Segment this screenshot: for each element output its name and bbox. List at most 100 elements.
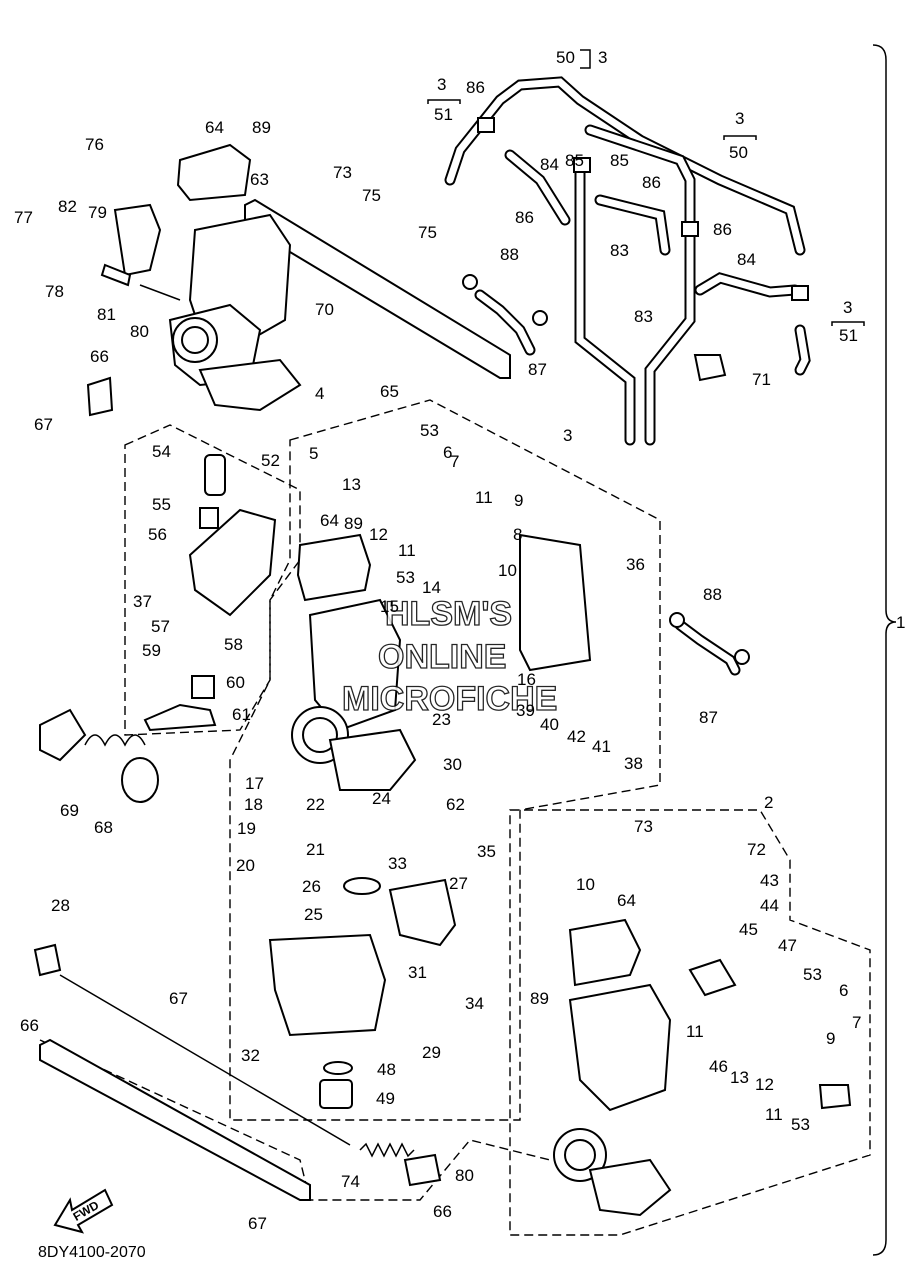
part-callout: 71: [752, 370, 771, 389]
part-callout: 76: [85, 135, 104, 154]
part-callout: 26: [302, 877, 321, 896]
part-callout: 73: [333, 163, 352, 182]
part-callout: 70: [315, 300, 334, 319]
part-callout: 8: [513, 525, 522, 544]
part-callout: 80: [455, 1166, 474, 1185]
part-callout: 89: [530, 989, 549, 1008]
part-callout: 81: [97, 305, 116, 324]
part-callout: 18: [244, 795, 263, 814]
fwd-arrow-icon: FWD: [53, 1188, 114, 1234]
part-callout: 39: [516, 701, 535, 720]
part-callout: 53: [803, 965, 822, 984]
part-callout: 40: [540, 715, 559, 734]
part-callout: 83: [610, 241, 629, 260]
svg-text:3: 3: [598, 48, 607, 67]
part-callout: 53: [791, 1115, 810, 1134]
sub-assembly-label: 2: [764, 793, 773, 812]
part-callout: 88: [500, 245, 519, 264]
part-callout: 53: [396, 568, 415, 587]
part-callout: 89: [252, 118, 271, 137]
boxed-label: 3 51: [831, 298, 865, 345]
left-parts-region: [124, 424, 301, 736]
part-callout: 23: [432, 710, 451, 729]
svg-text:3: 3: [735, 109, 744, 128]
part-callout: 7: [852, 1013, 861, 1032]
part-callout: 37: [133, 592, 152, 611]
boxed-label: 3 50: [723, 109, 757, 162]
vent-hose-group: [444, 76, 811, 676]
part-callout: 74: [341, 1172, 360, 1191]
part-callout: 25: [304, 905, 323, 924]
part-callout: 79: [88, 203, 107, 222]
part-callout: 13: [730, 1068, 749, 1087]
part-callout: 12: [755, 1075, 774, 1094]
sub-assembly-3-region: [229, 399, 661, 1121]
watermark-line-3: MICROFICHE: [342, 680, 557, 718]
part-callout: 42: [567, 727, 586, 746]
part-callout: 85: [610, 151, 629, 170]
svg-text:50: 50: [729, 143, 748, 162]
lower-link-bar: [39, 1038, 311, 1201]
part-callout: 88: [703, 585, 722, 604]
part-callout: 75: [418, 223, 437, 242]
part-callout: 29: [422, 1043, 441, 1062]
part-callout: 35: [477, 842, 496, 861]
svg-text:50: 50: [556, 48, 575, 67]
part-callout: 87: [528, 360, 547, 379]
part-callout: 85: [565, 151, 584, 170]
part-callout: 7: [450, 452, 459, 471]
link-rod-region: [39, 1039, 551, 1201]
part-callout: 54: [152, 442, 171, 461]
connecting-rod: [59, 974, 351, 1146]
part-callout: 64: [320, 511, 339, 530]
part-callout: 84: [737, 250, 756, 269]
svg-text:51: 51: [434, 105, 453, 124]
part-callout: 64: [205, 118, 224, 137]
part-callout: 43: [760, 871, 779, 890]
part-callout: 9: [514, 491, 523, 510]
part-callout: 10: [498, 561, 517, 580]
boxed-label: 50 3: [556, 48, 607, 69]
part-callout: 15: [380, 597, 399, 616]
part-callout: 11: [765, 1105, 783, 1124]
part-callout: 69: [60, 801, 79, 820]
part-callout: 5: [309, 444, 318, 463]
lower-spring: [359, 1142, 415, 1158]
part-callout: 66: [90, 347, 109, 366]
part-callout: 66: [433, 1202, 452, 1221]
part-callout: 34: [465, 994, 484, 1013]
part-callout: 17: [245, 774, 264, 793]
part-callout: 13: [342, 475, 361, 494]
part-callout: 33: [388, 854, 407, 873]
part-callout: 59: [142, 641, 161, 660]
part-callout: 56: [148, 525, 167, 544]
part-callout: 6: [839, 981, 848, 1000]
part-callout: 9: [826, 1029, 835, 1048]
assembly-bracket-label: 1: [896, 613, 905, 632]
part-callout: 61: [232, 705, 251, 724]
assembly-bracket: [872, 44, 897, 1256]
part-callout: 53: [420, 421, 439, 440]
part-callout: 20: [236, 856, 255, 875]
part-callout: 47: [778, 936, 797, 955]
part-callout: 64: [617, 891, 636, 910]
part-callout: 32: [241, 1046, 260, 1065]
svg-text:3: 3: [843, 298, 852, 317]
part-callout: 80: [130, 322, 149, 341]
part-callout: 63: [250, 170, 269, 189]
part-callout: 58: [224, 635, 243, 654]
part-callout: 22: [306, 795, 325, 814]
part-callout: 44: [760, 896, 779, 915]
part-callout: 41: [592, 737, 611, 756]
part-callout: 68: [94, 818, 113, 837]
part-callout: 48: [377, 1060, 396, 1079]
part-callout: 67: [169, 989, 188, 1008]
part-callout: 28: [51, 896, 70, 915]
part-callout: 82: [58, 197, 77, 216]
part-callout: 21: [306, 840, 325, 859]
part-callout: 60: [226, 673, 245, 692]
part-callout: 36: [626, 555, 645, 574]
part-callout: 78: [45, 282, 64, 301]
part-callout: 67: [34, 415, 53, 434]
